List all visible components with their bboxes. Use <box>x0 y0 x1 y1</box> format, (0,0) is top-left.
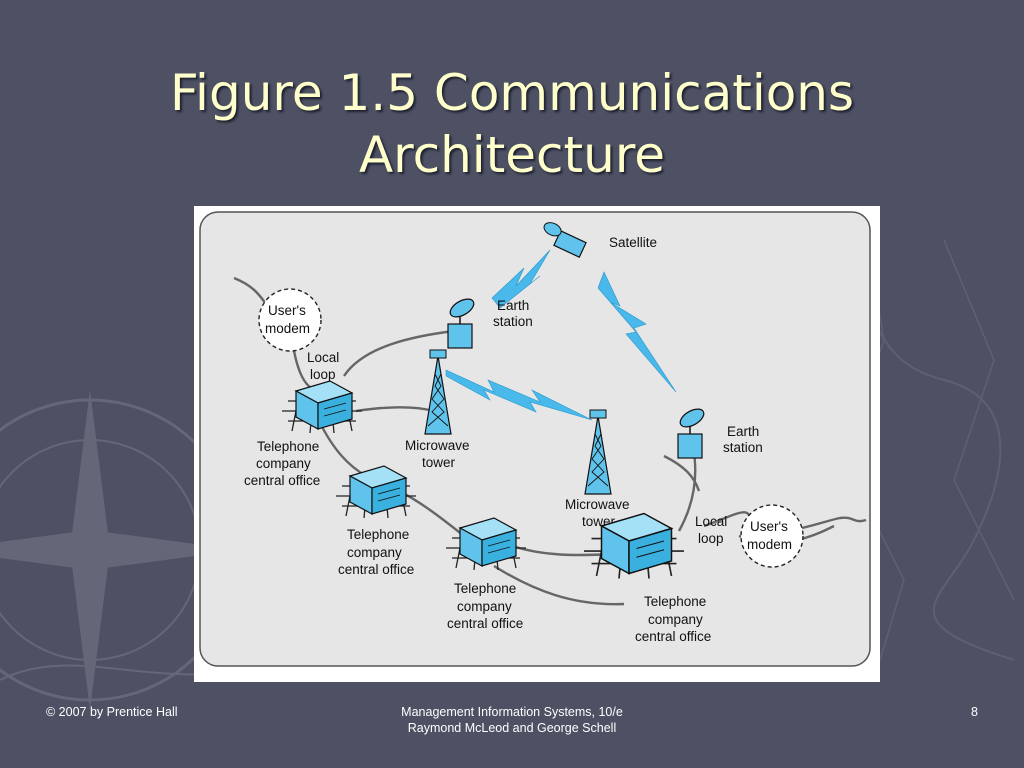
users-modem-left-icon <box>258 288 322 352</box>
central-office-1-label: Telephone company central office <box>244 439 323 488</box>
central-office-4-label: Telephone company central office <box>635 594 711 644</box>
slide-title-line-2: Architecture <box>358 125 666 184</box>
satellite-icon <box>543 222 587 258</box>
central-office-3-label: Telephone company central office <box>447 581 523 631</box>
communications-architecture-figure: Satellite Earth station Earth station Us… <box>194 206 880 682</box>
microwave-tower-right-label: Microwave tower <box>565 497 633 529</box>
architecture-diagram: Satellite Earth station Earth station Us… <box>199 211 871 667</box>
microwave-tower-left-label: Microwave tower <box>405 438 473 470</box>
users-modem-right-icon <box>740 504 804 568</box>
footer-book-authors: Raymond McLeod and George Schell <box>407 721 617 735</box>
footer-book-info: Management Information Systems, 10/e Ray… <box>312 704 712 736</box>
users-modem-right-label: User's modem <box>747 519 792 552</box>
wireless-signals <box>445 249 677 421</box>
slide-title-line-1: Figure 1.5 Communications <box>169 63 855 122</box>
local-loop-right-label: Local loop <box>695 514 731 546</box>
local-loop-left-label: Local loop <box>307 350 343 382</box>
satellite-label: Satellite <box>609 235 657 250</box>
page-number: 8 <box>971 705 978 719</box>
slide-title: Figure 1.5 Communications Architecture <box>0 62 1024 186</box>
central-office-2-label: Telephone company central office <box>338 527 414 577</box>
earth-station-right-label: Earth station <box>723 424 763 455</box>
earth-station-left-label: Earth station <box>493 298 533 329</box>
users-modem-left-label: User's modem <box>265 303 310 336</box>
footer-book-title: Management Information Systems, 10/e <box>401 705 623 719</box>
footer-copyright: © 2007 by Prentice Hall <box>46 705 178 719</box>
diagram-panel <box>199 211 871 667</box>
